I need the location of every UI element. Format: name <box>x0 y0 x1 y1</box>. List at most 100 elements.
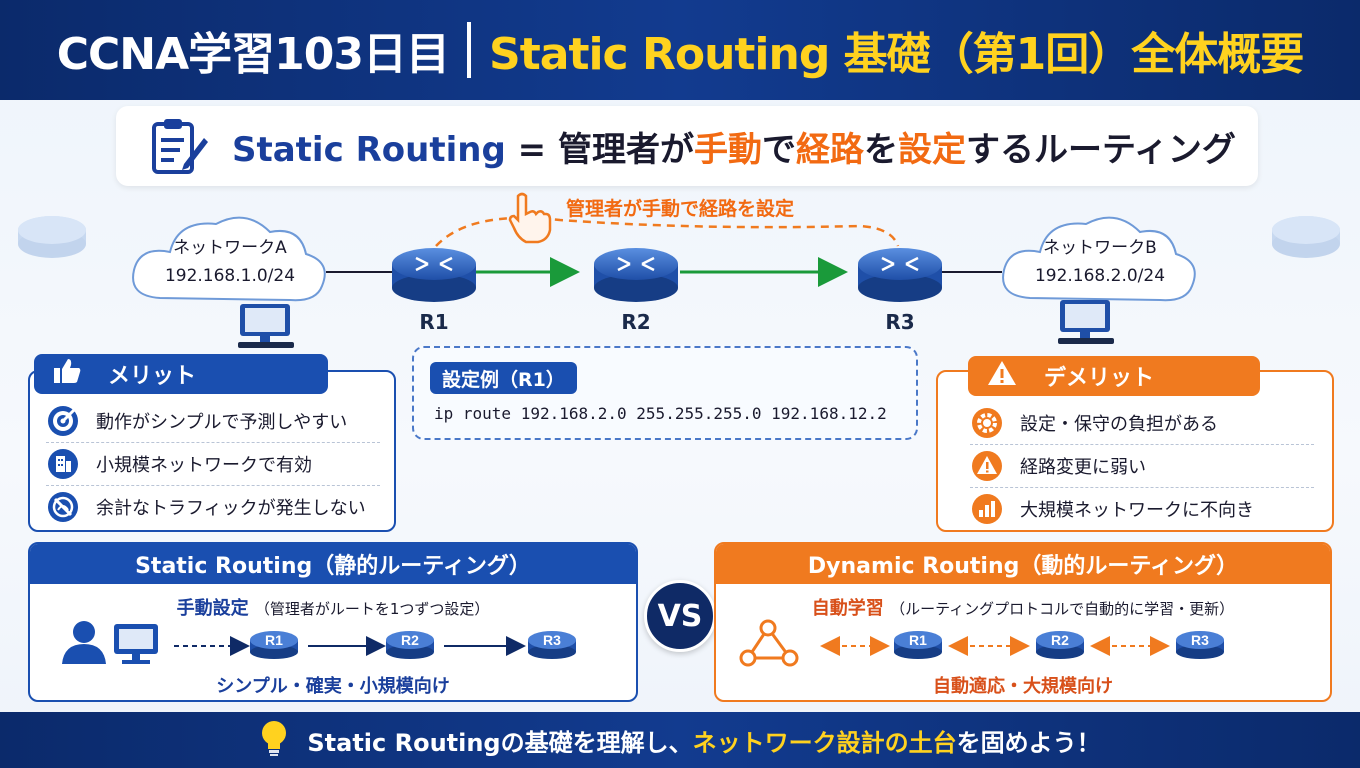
merit-tag: メリット <box>34 354 328 394</box>
dynamic-router-r3-icon <box>1176 631 1224 659</box>
definition-mid-1: で <box>761 129 796 170</box>
building-icon <box>46 447 80 481</box>
network-b-name: ネットワークB <box>1043 238 1157 258</box>
network-b-subnet: 192.168.2.0/24 <box>1034 266 1166 286</box>
network-diagram <box>18 192 1340 348</box>
gear-icon <box>970 406 1004 440</box>
definition-text: Static Routing = 管理者が手動で経路を設定するルーティング <box>232 122 1236 171</box>
footer-part2: を固めよう！ <box>956 728 1101 757</box>
definition-banner: Static Routing = 管理者が手動で経路を設定するルーティング <box>116 106 1258 186</box>
config-example-title: 設定例（R1） <box>430 362 577 394</box>
definition-highlight-route: 経路 <box>795 129 864 170</box>
static-router-r2-icon <box>386 631 434 659</box>
demerit-tag: デメリット <box>968 356 1260 396</box>
footer-highlight: ネットワーク設計の土台 <box>692 728 957 757</box>
dynamic-router-r1-icon <box>894 631 942 659</box>
router-r3-icon <box>858 248 942 302</box>
dynamic-router-r2-icon <box>1036 631 1084 659</box>
thumbs-up-icon <box>52 357 82 391</box>
static-router-r3-icon <box>528 631 576 659</box>
dynamic-routing-subtitle: 自動学習 （ルーティングプロトコルで自動的に学習・更新） <box>716 594 1330 620</box>
demerit-item-text: 経路変更に弱い <box>1020 457 1146 478</box>
dynamic-router-r1-label: R1 <box>909 632 927 648</box>
demerit-divider <box>970 487 1314 488</box>
dynamic-router-r2-label: R2 <box>1051 632 1069 648</box>
router-r1-icon <box>392 248 476 302</box>
demerit-list: 設定・保守の負担がある 経路変更に弱い 大規模ネットワークに不向き <box>970 402 1314 530</box>
dynamic-router-r3-label: R3 <box>1191 632 1209 648</box>
definition-highlight-manual: 手動 <box>693 129 762 170</box>
config-command: ip route 192.168.2.0 255.255.255.0 192.1… <box>434 404 887 423</box>
static-flow-diagram: R1 R2 R3 <box>62 621 576 664</box>
static-sub-main: 手動設定 <box>176 598 249 619</box>
network-b-cloud-icon <box>1002 216 1196 302</box>
static-router-r1-icon <box>250 631 298 659</box>
demerit-item: 設定・保守の負担がある <box>970 402 1314 444</box>
admin-user-icon <box>62 621 106 664</box>
config-example-box: 設定例（R1） ip route 192.168.2.0 255.255.255… <box>412 346 918 440</box>
definition-tail: するルーティング <box>965 129 1236 170</box>
manual-route-label: 管理者が手動で経路を設定 <box>566 198 795 220</box>
clipboard-icon <box>152 119 208 174</box>
router-r2-label: R2 <box>621 310 651 334</box>
static-routing-subtitle: 手動設定 （管理者がルートを1つずつ設定） <box>30 594 636 620</box>
header-title-day: CCNA学習103日目 <box>56 29 450 80</box>
merit-divider <box>46 442 380 443</box>
static-router-r2-label: R2 <box>401 632 419 648</box>
footer-message: Static Routingの基礎を理解し、ネットワーク設計の土台を固めよう！ <box>307 723 1100 758</box>
lightbulb-icon <box>259 719 289 761</box>
dynamic-routing-box: Dynamic Routing（動的ルーティング） 自動学習 （ルーティングプロ… <box>714 542 1332 702</box>
merit-item-text: 余計なトラフィックが発生しない <box>96 498 366 519</box>
merit-item-text: 小規模ネットワークで有効 <box>96 455 312 476</box>
dynamic-sub-note: （ルーティングプロトコルで自動的に学習・更新） <box>890 600 1235 618</box>
network-a-name: ネットワークA <box>173 238 287 258</box>
demerit-item-text: 設定・保守の負担がある <box>1020 414 1218 435</box>
merit-title: メリット <box>108 364 197 389</box>
network-b-label: ネットワークB 192.168.2.0/24 <box>1010 234 1190 290</box>
footer-part1: Static Routingの基礎を理解し、 <box>307 728 693 757</box>
decor-router-right-icon <box>1272 216 1340 258</box>
static-routing-box: Static Routing（静的ルーティング） 手動設定 （管理者がルートを1… <box>28 542 638 702</box>
static-sub-note: （管理者がルートを1つずつ設定） <box>254 600 490 618</box>
demerit-item-text: 大規模ネットワークに不向き <box>1020 500 1254 521</box>
merit-item: 余計なトラフィックが発生しない <box>46 486 380 528</box>
demerit-title: デメリット <box>1044 366 1155 391</box>
router-r2-icon <box>594 248 678 302</box>
static-router-r3-label: R3 <box>543 632 561 648</box>
merit-item: 動作がシンプルで予測しやすい <box>46 400 380 442</box>
no-traffic-icon <box>46 490 80 524</box>
header-separator <box>467 22 472 78</box>
hand-pointer-icon <box>508 192 552 244</box>
merit-list: 動作がシンプルで予測しやすい 小規模ネットワークで有効 余計なトラフィックが発生… <box>46 400 380 528</box>
network-a-label: ネットワークA 192.168.1.0/24 <box>140 234 320 290</box>
definition-equals: = 管理者が <box>505 129 694 170</box>
definition-mid-2: を <box>863 129 898 170</box>
merit-item-text: 動作がシンプルで予測しやすい <box>96 412 348 433</box>
pc-right-icon <box>1058 300 1114 344</box>
network-a-cloud-icon <box>132 216 326 302</box>
vs-badge: VS <box>644 580 716 652</box>
static-router-r1-label: R1 <box>265 632 283 648</box>
definition-term: Static Routing <box>232 129 506 170</box>
warning-icon <box>970 449 1004 483</box>
header-banner: CCNA学習103日目 Static Routing 基礎（第1回）全体概要 <box>0 0 1360 100</box>
router-r3-label: R3 <box>885 310 915 334</box>
static-routing-title: Static Routing（静的ルーティング） <box>30 544 636 584</box>
warning-triangle-icon <box>986 359 1018 393</box>
merit-item: 小規模ネットワークで有効 <box>46 443 380 485</box>
monitor-icon <box>114 624 158 664</box>
demerit-divider <box>970 444 1314 445</box>
header-title-topic: Static Routing 基礎（第1回）全体概要 <box>489 29 1304 80</box>
static-routing-footer: シンプル・確実・小規模向け <box>216 676 450 697</box>
dynamic-flow-diagram: R1 R2 R3 <box>739 619 1224 667</box>
bar-chart-icon <box>970 492 1004 526</box>
network-a-subnet: 192.168.1.0/24 <box>164 266 296 286</box>
router-r1-label: R1 <box>419 310 449 334</box>
merit-panel: 動作がシンプルで予測しやすい 小規模ネットワークで有効 余計なトラフィックが発生… <box>28 370 396 532</box>
demerit-item: 経路変更に弱い <box>970 445 1314 487</box>
merit-divider <box>46 485 380 486</box>
footer-banner: Static Routingの基礎を理解し、ネットワーク設計の土台を固めよう！ <box>0 712 1360 768</box>
definition-highlight-config: 設定 <box>897 129 966 170</box>
pc-left-icon <box>238 304 294 348</box>
network-graph-icon <box>739 619 799 667</box>
